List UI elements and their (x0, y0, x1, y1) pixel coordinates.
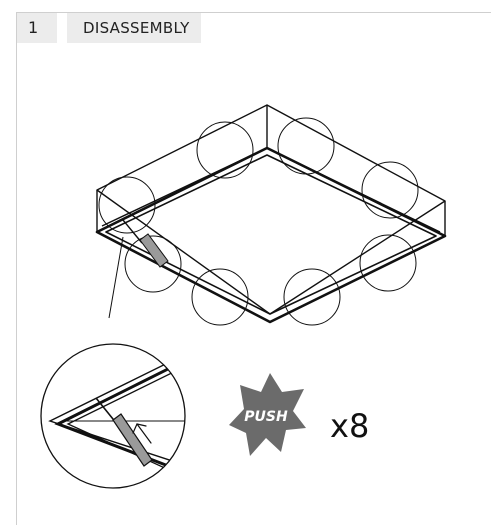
fixture (95, 104, 447, 324)
push-burst-shape (229, 373, 306, 456)
push-label: PUSH (244, 409, 288, 425)
release-point (359, 234, 417, 292)
step-number: 1 (17, 13, 57, 43)
step-title: DISASSEMBLY (67, 13, 201, 43)
page-frame (16, 12, 491, 525)
screwdriver-icon (122, 219, 169, 268)
count-label: x8 (330, 407, 369, 445)
release-point (361, 161, 419, 219)
screwdriver-icon (95, 397, 153, 467)
detail-leader-line (108, 236, 124, 319)
fixture-frame-inner (105, 154, 437, 315)
release-points (98, 117, 419, 326)
push-burst-icon: PUSH (229, 373, 306, 456)
release-point (124, 235, 182, 293)
step-header: 1 DISASSEMBLY (17, 13, 201, 43)
release-point (191, 268, 249, 326)
detail-frame-edge-inner (66, 363, 185, 485)
release-arrow-icon (132, 423, 152, 444)
release-point (283, 268, 341, 326)
release-point (98, 176, 156, 234)
detail-view (40, 343, 186, 489)
release-point (277, 117, 335, 175)
detail-frame-edge-outer (48, 351, 185, 471)
fixture-frame-outer (95, 146, 447, 324)
release-point (196, 121, 254, 179)
